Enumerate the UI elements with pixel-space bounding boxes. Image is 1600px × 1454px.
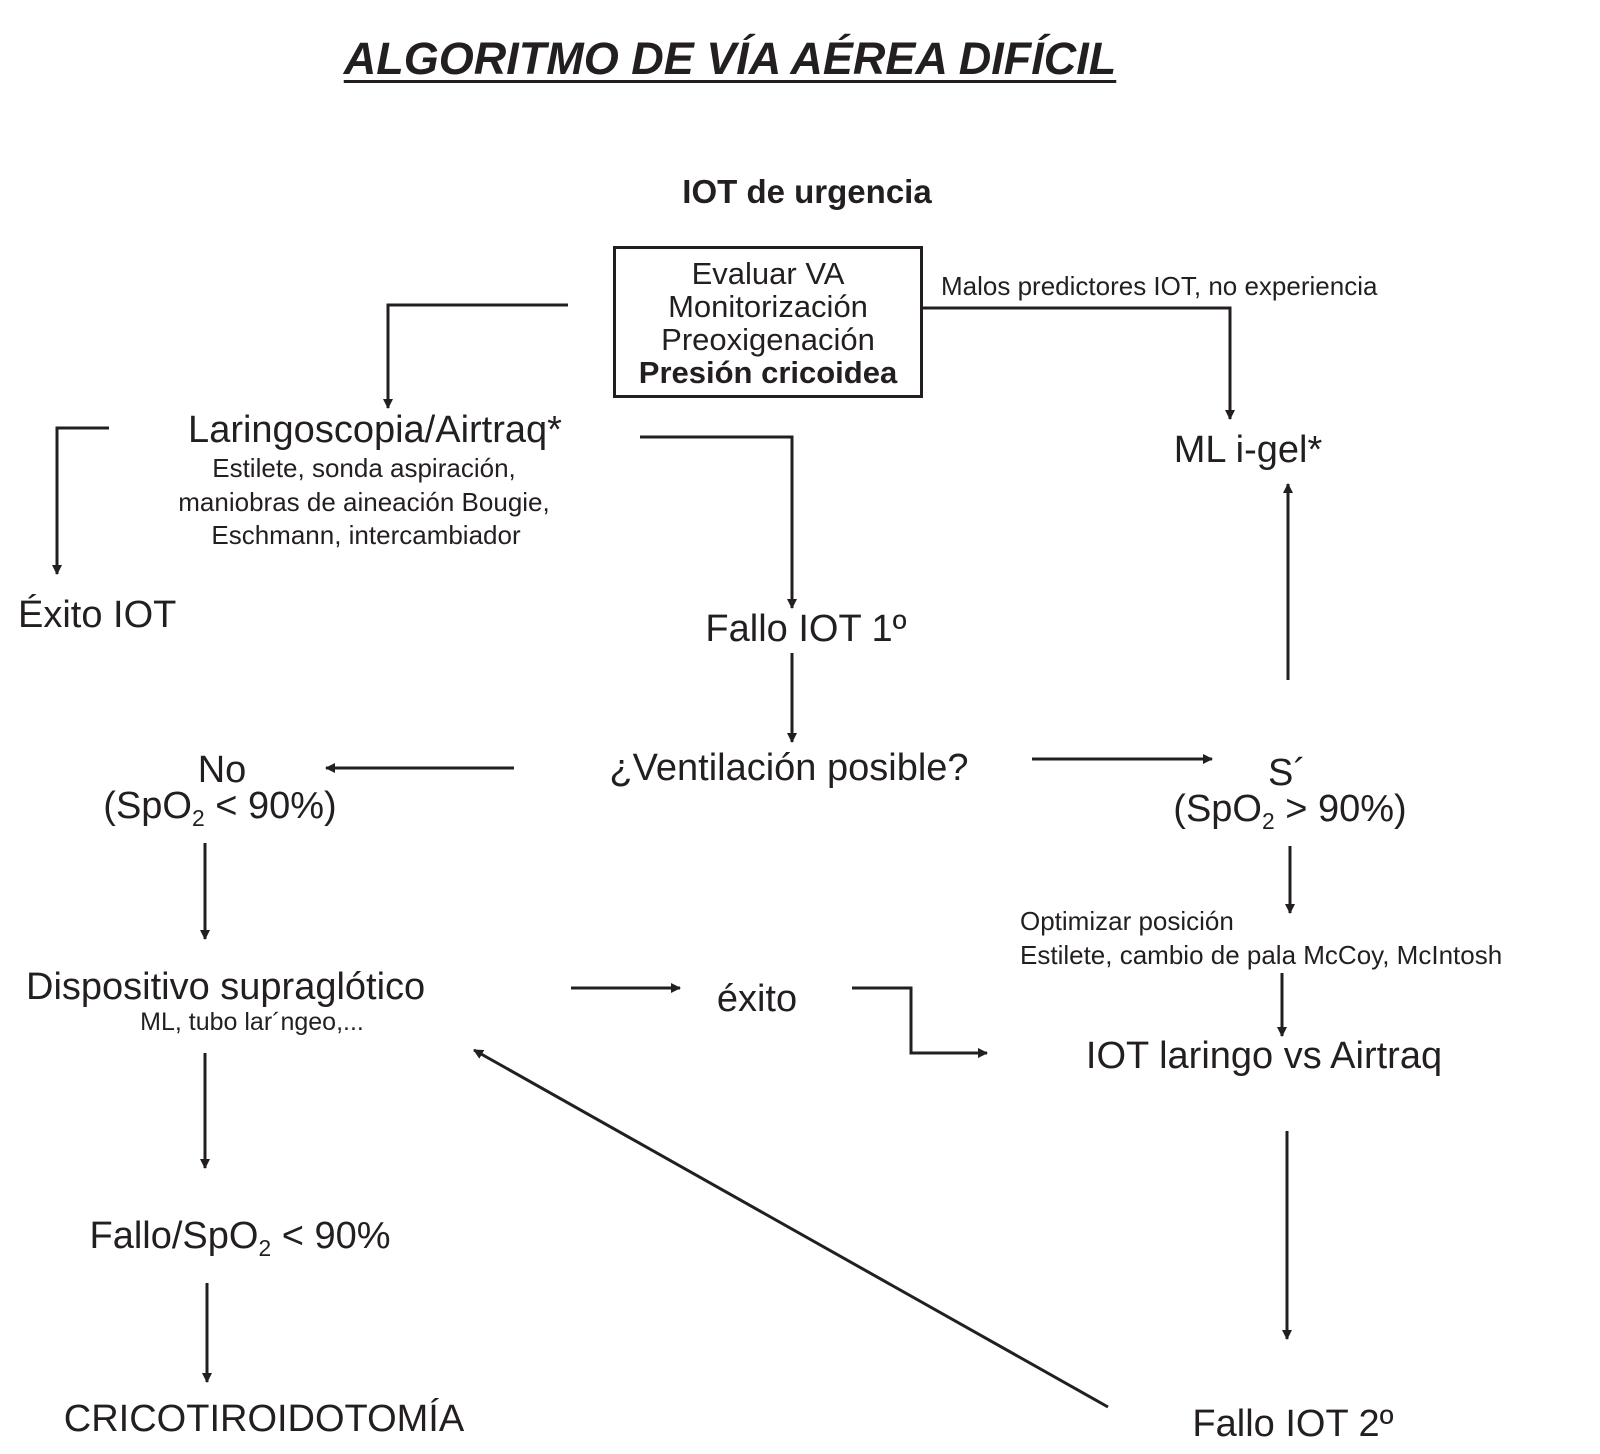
box-line-3: Preoxigenación	[661, 322, 875, 357]
laryngoscopy-title: Laringoscopia/Airtraq*	[188, 409, 562, 451]
laryngoscopy-detail-2: maniobras de aineación Bougie,	[178, 487, 550, 517]
fallo-spo2-label: Fallo/SpO2 < 90%	[89, 1215, 391, 1259]
arrow-laryngoscopy-to-exito	[52, 426, 109, 575]
laryngoscopy-detail-3: Eschmann, intercambiador	[211, 520, 521, 550]
optimize-line-1: Optimizar posición	[1020, 906, 1234, 936]
page-title: ALGORITMO DE VÍA AÉREA DIFÍCIL	[343, 33, 1117, 84]
si-spo2-sub: 2	[1261, 807, 1275, 834]
optimize-line-2: Estilete, cambio de pala McCoy, McIntosh	[1020, 940, 1503, 970]
no-spo2-close: < 90%)	[204, 785, 337, 827]
ml-igel-label: ML i-gel*	[1173, 429, 1323, 471]
fallo-spo2-open: Fallo/SpO	[89, 1215, 259, 1257]
exito-label: éxito	[716, 978, 798, 1020]
fallo-spo2-sub: 2	[258, 1234, 272, 1261]
evaluation-box: Evaluar VA Monitorización Preoxigenación…	[613, 246, 923, 398]
supraglottic-detail: ML, tubo lar´ngeo,...	[140, 1008, 364, 1036]
arrow-exito-to-iot-laringo	[852, 986, 988, 1058]
no-label: No	[197, 749, 247, 791]
arrow-box-to-ml-igel	[923, 306, 1235, 420]
arrow-laryngoscopy-to-fallo1	[640, 435, 797, 609]
no-spo2-open: (SpO	[103, 785, 192, 827]
iot-laringo-label: IOT laringo vs Airtraq	[1085, 1035, 1443, 1077]
no-spo2-sub: 2	[191, 804, 205, 831]
si-label: S´	[1268, 752, 1306, 794]
arrow-box-to-laryngoscopy	[383, 303, 568, 409]
si-spo2-open: (SpO	[1173, 788, 1262, 830]
fallo-spo2-close: < 90%	[271, 1215, 391, 1257]
edge-label-right: Malos predictores IOT, no experiencia	[941, 271, 1378, 301]
ventilation-question: ¿Ventilación posible?	[609, 747, 969, 789]
box-line-2: Monitorización	[668, 289, 868, 324]
supraglottic-title: Dispositivo supraglótico	[26, 966, 426, 1008]
exito-iot-label: Éxito IOT	[18, 594, 177, 636]
no-spo2-label: (SpO2 < 90%)	[103, 785, 337, 829]
cricothyroidotomy-label: CRICOTIROIDOTOMÍA	[63, 1398, 465, 1440]
box-line-1: Evaluar VA	[691, 256, 845, 291]
box-line-4: Presión cricoidea	[638, 355, 898, 390]
si-spo2-label: (SpO2 > 90%)	[1173, 788, 1407, 832]
start-label: IOT de urgencia	[682, 173, 932, 210]
fallo-iot-2-label: Fallo IOT 2º	[1192, 1403, 1394, 1445]
fallo-iot-1-label: Fallo IOT 1º	[705, 608, 907, 650]
arrow-fallo2-to-supraglottic	[473, 1048, 1109, 1409]
si-spo2-close: > 90%)	[1274, 788, 1407, 830]
laryngoscopy-detail-1: Estilete, sonda aspiración,	[212, 453, 516, 483]
